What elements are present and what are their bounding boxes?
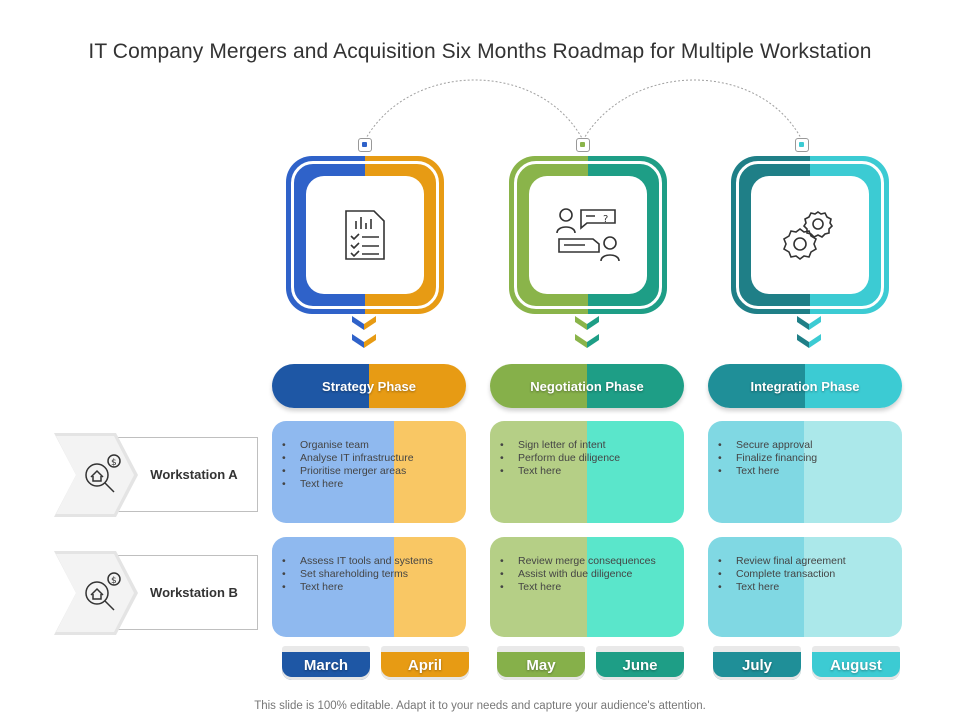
month-tab-april: April <box>381 646 469 680</box>
month-label: June <box>622 656 658 674</box>
list-item: Text here <box>500 465 676 478</box>
phase-label: Strategy Phase <box>322 378 416 394</box>
svg-text:?: ? <box>603 214 608 225</box>
task-box-integration-a: Secure approval Finalize financing Text … <box>708 421 902 523</box>
task-box-strategy-a: Organise team Analyse IT infrastructure … <box>272 421 466 523</box>
workstation-a: Workstation A $ <box>54 433 259 517</box>
month-label: August <box>830 656 882 674</box>
svg-text:$: $ <box>111 576 117 586</box>
task-list: Organise team Analyse IT infrastructure … <box>282 439 458 491</box>
list-item: Text here <box>282 581 458 594</box>
task-list: Assess IT tools and systems Set sharehol… <box>282 555 458 594</box>
people-conversation-icon: ? <box>556 208 620 262</box>
list-item: Text here <box>718 581 894 594</box>
month-label: April <box>407 656 443 674</box>
footer-note: This slide is 100% editable. Adapt it to… <box>254 700 706 712</box>
connector-dot-strategy <box>358 138 372 152</box>
chevron-down-icon <box>575 316 599 348</box>
workstation-b: Workstation B $ <box>54 551 259 635</box>
task-list: Secure approval Finalize financing Text … <box>718 439 894 478</box>
icon-card-strategy <box>286 156 444 314</box>
connector-dot-negotiation <box>576 138 590 152</box>
phase-header-integration: Integration Phase <box>708 364 902 408</box>
list-item: Text here <box>282 478 458 491</box>
list-item: Text here <box>718 465 894 478</box>
document-chart-checklist-icon <box>345 210 385 260</box>
phase-header-negotiation: Negotiation Phase <box>490 364 684 408</box>
connector-dot-integration <box>795 138 809 152</box>
svg-text:$: $ <box>111 458 117 468</box>
list-item: Secure approval <box>718 439 894 452</box>
slide-title: IT Company Mergers and Acquisition Six M… <box>88 40 872 63</box>
workstation-label: Workstation B <box>150 585 238 600</box>
list-item: Assess IT tools and systems <box>282 555 458 568</box>
month-label: July <box>741 656 772 674</box>
list-item: Assist with due diligence <box>500 568 676 581</box>
list-item: Finalize financing <box>718 452 894 465</box>
workstation-label: Workstation A <box>150 467 238 482</box>
chevron-down-icon <box>797 316 821 348</box>
list-item: Organise team <box>282 439 458 452</box>
task-list: Review final agreement Complete transact… <box>718 555 894 594</box>
gears-icon <box>783 211 834 260</box>
phase-label: Negotiation Phase <box>530 378 644 394</box>
house-magnifier-dollar-icon: $ <box>85 454 121 493</box>
month-tab-august: August <box>812 646 900 680</box>
list-item: Sign letter of intent <box>500 439 676 452</box>
list-item: Review final agreement <box>718 555 894 568</box>
list-item: Prioritise merger areas <box>282 465 458 478</box>
icon-card-integration <box>731 156 889 314</box>
month-label: March <box>303 656 349 674</box>
task-list: Sign letter of intent Perform due dilige… <box>500 439 676 478</box>
chevron-down-icon <box>352 316 376 348</box>
list-item: Complete transaction <box>718 568 894 581</box>
task-box-negotiation-a: Sign letter of intent Perform due dilige… <box>490 421 684 523</box>
list-item: Perform due diligence <box>500 452 676 465</box>
list-item: Set shareholding terms <box>282 568 458 581</box>
list-item: Text here <box>500 581 676 594</box>
list-item: Analyse IT infrastructure <box>282 452 458 465</box>
house-magnifier-dollar-icon: $ <box>85 572 121 611</box>
task-box-strategy-b: Assess IT tools and systems Set sharehol… <box>272 537 466 637</box>
month-tab-july: July <box>713 646 801 680</box>
phase-header-strategy: Strategy Phase <box>272 364 466 408</box>
task-box-integration-b: Review final agreement Complete transact… <box>708 537 902 637</box>
task-box-negotiation-b: Review merge consequences Assist with du… <box>490 537 684 637</box>
month-tab-june: June <box>596 646 684 680</box>
icon-card-negotiation: ? <box>509 156 667 314</box>
task-list: Review merge consequences Assist with du… <box>500 555 676 594</box>
list-item: Review merge consequences <box>500 555 676 568</box>
month-tab-march: March <box>282 646 370 680</box>
month-tab-may: May <box>497 646 585 680</box>
month-label: May <box>526 656 556 674</box>
phase-label: Integration Phase <box>750 378 860 394</box>
